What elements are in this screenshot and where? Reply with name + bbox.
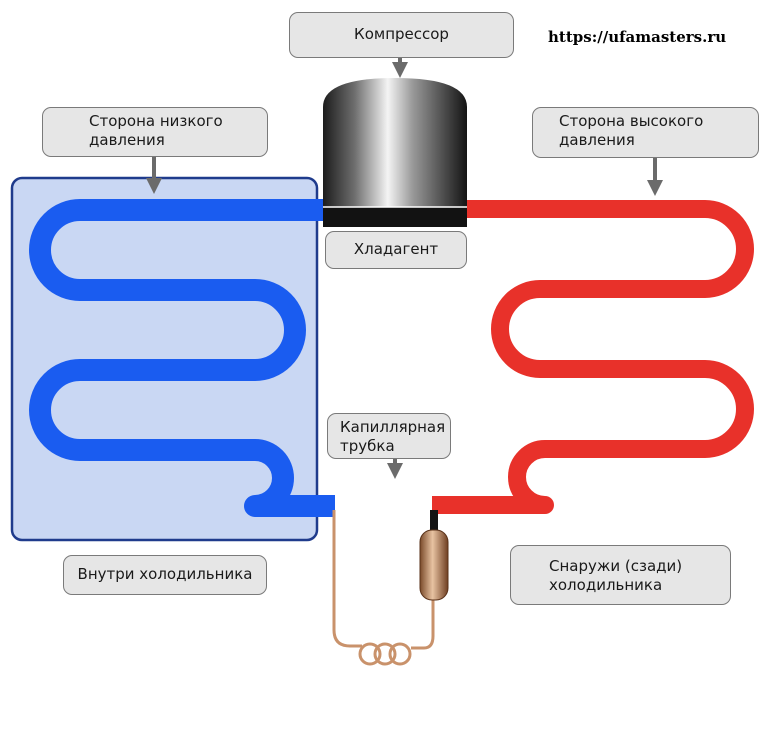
capillary-tube — [332, 510, 435, 666]
compressor — [323, 78, 467, 227]
label-capillary-line1: Капиллярная — [340, 418, 446, 436]
website-url: https://ufamasters.ru — [548, 28, 727, 46]
condenser-coil — [432, 200, 754, 514]
label-low-pressure-line1: Сторона низкого — [89, 112, 223, 130]
label-capillary-line2: трубка — [340, 437, 395, 455]
label-inside-text: Внутри холодильника — [77, 565, 253, 583]
label-high-pressure-line2: давления — [559, 131, 635, 149]
label-low-pressure: Сторона низкого давления — [42, 107, 268, 157]
label-refrigerant: Хладагент — [325, 231, 467, 269]
label-capillary: Капиллярная трубка — [327, 413, 451, 459]
label-outside: Снаружи (сзади) холодильника — [510, 545, 731, 605]
label-inside: Внутри холодильника — [63, 555, 267, 595]
label-compressor: Компрессор — [289, 12, 514, 58]
label-low-pressure-line2: давления — [89, 131, 165, 149]
label-outside-line1: Снаружи (сзади) — [549, 557, 683, 575]
label-high-pressure-line1: Сторона высокого — [559, 112, 704, 130]
label-high-pressure: Сторона высокого давления — [532, 107, 759, 158]
filter-dryer — [419, 529, 449, 601]
label-outside-line2: холодильника — [549, 576, 663, 594]
evaporator-coil — [29, 199, 335, 517]
filter-dryer-neck — [430, 510, 438, 532]
label-compressor-text: Компрессор — [354, 25, 449, 43]
label-refrigerant-text: Хладагент — [353, 240, 439, 258]
